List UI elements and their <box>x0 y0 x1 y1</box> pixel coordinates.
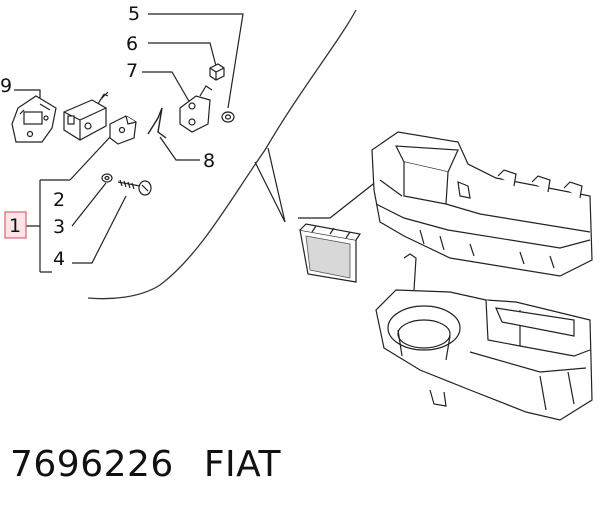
heater-box-lower <box>375 253 593 421</box>
callout-2: 2 <box>53 189 65 211</box>
callout-4: 4 <box>53 248 65 270</box>
part-5-washer <box>221 111 235 123</box>
part-7-lever <box>179 85 213 133</box>
parts-diagram: 1 2 3 4 5 6 7 8 9 <box>0 3 593 421</box>
part-8-spring <box>147 107 167 139</box>
part-clip <box>109 115 137 145</box>
callout-7: 7 <box>126 60 138 82</box>
part-6-nut <box>209 63 225 81</box>
part-number: 7696226 <box>10 444 174 485</box>
brand-name: FIAT <box>203 444 281 485</box>
leader-lines <box>14 13 411 273</box>
callout-3: 3 <box>53 216 65 238</box>
heater-box-upper <box>371 131 593 277</box>
part-caption: 7696226 FIAT <box>10 444 281 485</box>
part-2-actuator <box>63 91 109 141</box>
callout-1-highlight <box>4 211 27 239</box>
callout-8: 8 <box>203 150 215 172</box>
callout-9: 9 <box>0 75 12 97</box>
part-9-bracket <box>11 95 57 143</box>
part-3-washer <box>101 173 113 183</box>
filter-insert <box>299 223 362 283</box>
part-4-screw <box>117 179 152 196</box>
detail-boundary <box>87 9 357 300</box>
pointer-wedge <box>254 147 286 223</box>
callout-5: 5 <box>128 3 140 25</box>
callout-1: 1 <box>9 215 21 237</box>
callout-6: 6 <box>126 33 138 55</box>
